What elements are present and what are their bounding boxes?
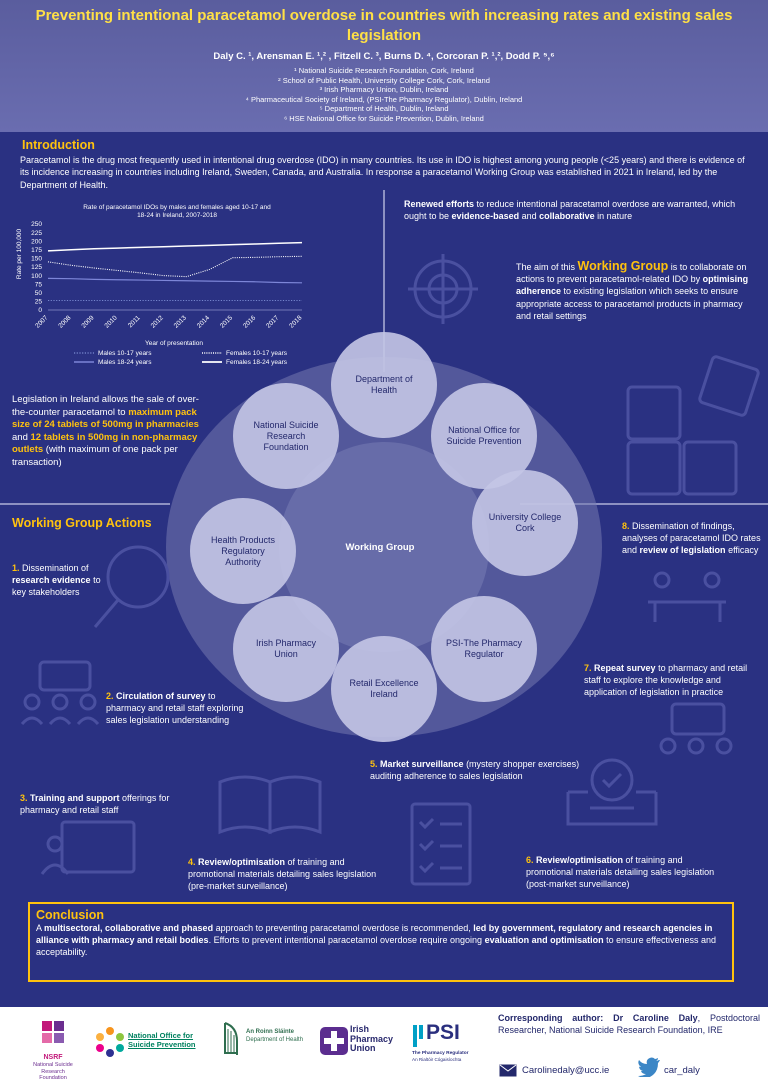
ipu-logo-mark <box>320 1027 348 1055</box>
intro-text: Paracetamol is the drug most frequently … <box>20 155 745 190</box>
nsrf-logo-mark <box>42 1021 64 1043</box>
target-icon <box>408 254 478 324</box>
affiliation-list: ¹ National Suicide Research Foundation, … <box>0 66 768 124</box>
conclusion-text: A multisectoral, collaborative and phase… <box>36 923 717 958</box>
y-tick-label: 50 <box>35 290 43 297</box>
working-group-center-label: Working Group <box>345 542 415 553</box>
member-psi: PSI-The Pharmacy Regulator <box>431 596 537 702</box>
action-8: 8. Dissemination of findings, analyses o… <box>622 521 761 555</box>
action-1: 1. Dissemination of research evidence to… <box>12 563 101 597</box>
series-lines <box>47 241 303 301</box>
meeting-icon <box>648 571 726 622</box>
series-line <box>47 241 303 252</box>
renewed-efforts-text: Renewed efforts to reduce intentional pa… <box>404 199 736 222</box>
affiliation: ¹ National Suicide Research Foundation, … <box>294 66 474 75</box>
corresponding-author: Corresponding author: Dr Caroline Daly, … <box>498 1013 760 1035</box>
x-tick-label: 2011 <box>127 314 142 329</box>
x-axis-label: Year of presentation <box>145 340 203 347</box>
x-tick-label: 2008 <box>57 314 72 329</box>
affiliation: ⁵ Department of Health, Dublin, Ireland <box>319 104 449 114</box>
poster-footer: NSRF National Suicide Research Foundatio… <box>0 1007 768 1086</box>
legend-label: Females 10-17 years <box>226 350 288 357</box>
y-tick-label: 25 <box>35 299 43 306</box>
x-tick-label: 2018 <box>288 314 303 329</box>
intro-heading: Introduction <box>22 138 95 152</box>
x-tick-label: 2007 <box>34 314 49 329</box>
y-tick-label: 75 <box>35 281 43 288</box>
action-5: 5. Market surveillance (mystery shopper … <box>370 759 580 781</box>
y-tick-label: 175 <box>31 247 42 254</box>
author-list: Daly C. ¹, Arensman E. ¹,² , Fitzell C. … <box>213 51 555 62</box>
aim-text: The aim of this Working Group is to coll… <box>516 259 749 321</box>
series-line <box>47 277 303 284</box>
y-axis-label: Rate per 100,000 <box>16 229 23 280</box>
y-tick-label: 150 <box>31 256 42 263</box>
member-irish-pharmacy-union: Irish Pharmacy Union <box>233 596 339 702</box>
member-hpra: Health Products Regulatory Authority <box>190 498 296 604</box>
x-tick-label: 2012 <box>150 314 165 329</box>
y-tick-label: 225 <box>31 230 42 237</box>
poster-body: Introduction Paracetamol is the drug mos… <box>0 132 768 1007</box>
affiliation: ⁶ HSE National Office for Suicide Preven… <box>284 113 484 123</box>
nosp-logo-mark <box>96 1027 124 1057</box>
magnifier-icon <box>93 545 170 628</box>
working-group-actions-heading: Working Group Actions <box>12 516 152 530</box>
action-2: 2. Circulation of survey to pharmacy and… <box>106 691 244 725</box>
action-4: 4. Review/optimisation of training and p… <box>188 857 377 891</box>
email-link[interactable]: Carolinedaly@ucc.ie <box>522 1065 610 1076</box>
presentation-icon <box>40 820 136 875</box>
legislation-text: Legislation in Ireland allows the sale o… <box>12 394 199 468</box>
conclusion-box: Conclusion A multisectoral, collaborativ… <box>28 902 734 982</box>
legend-label: Females 18-24 years <box>226 359 288 366</box>
chart-title-line2: 18-24 in Ireland, 2007-2018 <box>137 212 217 219</box>
email-icon <box>499 1064 517 1077</box>
people-icon <box>20 660 100 726</box>
twitter-handle[interactable]: car_daly <box>664 1065 700 1076</box>
affiliation: ⁴ Pharmaceutical Society of Ireland, (PS… <box>245 94 523 104</box>
harp-icon <box>224 1022 238 1055</box>
nsrf-logo: NSRF National Suicide Research Foundatio… <box>28 1019 78 1082</box>
y-tick-label: 0 <box>38 307 42 314</box>
action-3: 3. Training and support offerings for ph… <box>20 793 170 815</box>
poster-header: Preventing intentional paracetamol overd… <box>0 0 768 132</box>
x-tick-labels: 2007 2008 2009 2010 2011 2012 2013 2014 2015 2016… <box>34 314 303 329</box>
inbox-check-icon <box>566 758 658 826</box>
member-department-of-health: Department of Health <box>331 332 437 438</box>
chart-title: Rate of paracetamol IDOs by males and fe… <box>83 204 271 211</box>
conclusion-heading: Conclusion <box>36 908 105 922</box>
puzzle-icon <box>626 355 760 496</box>
x-tick-label: 2013 <box>173 314 188 329</box>
chat-people-icon <box>659 702 733 755</box>
x-tick-label: 2016 <box>242 314 257 329</box>
poster-title: Preventing intentional paracetamol overd… <box>35 7 733 44</box>
x-tick-label: 2017 <box>265 314 280 329</box>
book-icon <box>218 775 322 835</box>
action-6: 6. Review/optimisation of training and p… <box>526 855 715 889</box>
member-university-college-cork: University College Cork <box>472 470 578 576</box>
checklist-icon <box>410 802 472 886</box>
legend-label: Males 18-24 years <box>98 359 152 366</box>
action-7: 7. Repeat survey to pharmacy and retail … <box>584 663 748 697</box>
x-tick-label: 2015 <box>219 314 234 329</box>
series-line <box>47 255 303 278</box>
psi-logo-mark <box>413 1025 423 1047</box>
y-tick-label: 100 <box>31 273 42 280</box>
y-tick-label: 200 <box>31 238 42 245</box>
ido-rate-chart: Rate of paracetamol IDOs by males and fe… <box>16 204 304 366</box>
legend-label: Males 10-17 years <box>98 350 152 357</box>
member-nsrf: National Suicide Research Foundation <box>233 383 339 489</box>
x-tick-label: 2014 <box>196 314 211 329</box>
working-group-inner-circle <box>279 442 489 652</box>
affiliation: ² School of Public Health, University Co… <box>278 75 490 85</box>
member-retail-excellence-ireland: Retail Excellence Ireland <box>331 636 437 742</box>
affiliation: ³ Irish Pharmacy Union, Dublin, Ireland <box>319 85 449 95</box>
y-tick-label: 125 <box>31 264 42 271</box>
x-tick-label: 2010 <box>104 314 119 329</box>
y-tick-label: 250 <box>31 221 42 228</box>
x-tick-label: 2009 <box>80 314 95 329</box>
twitter-icon <box>638 1057 660 1077</box>
